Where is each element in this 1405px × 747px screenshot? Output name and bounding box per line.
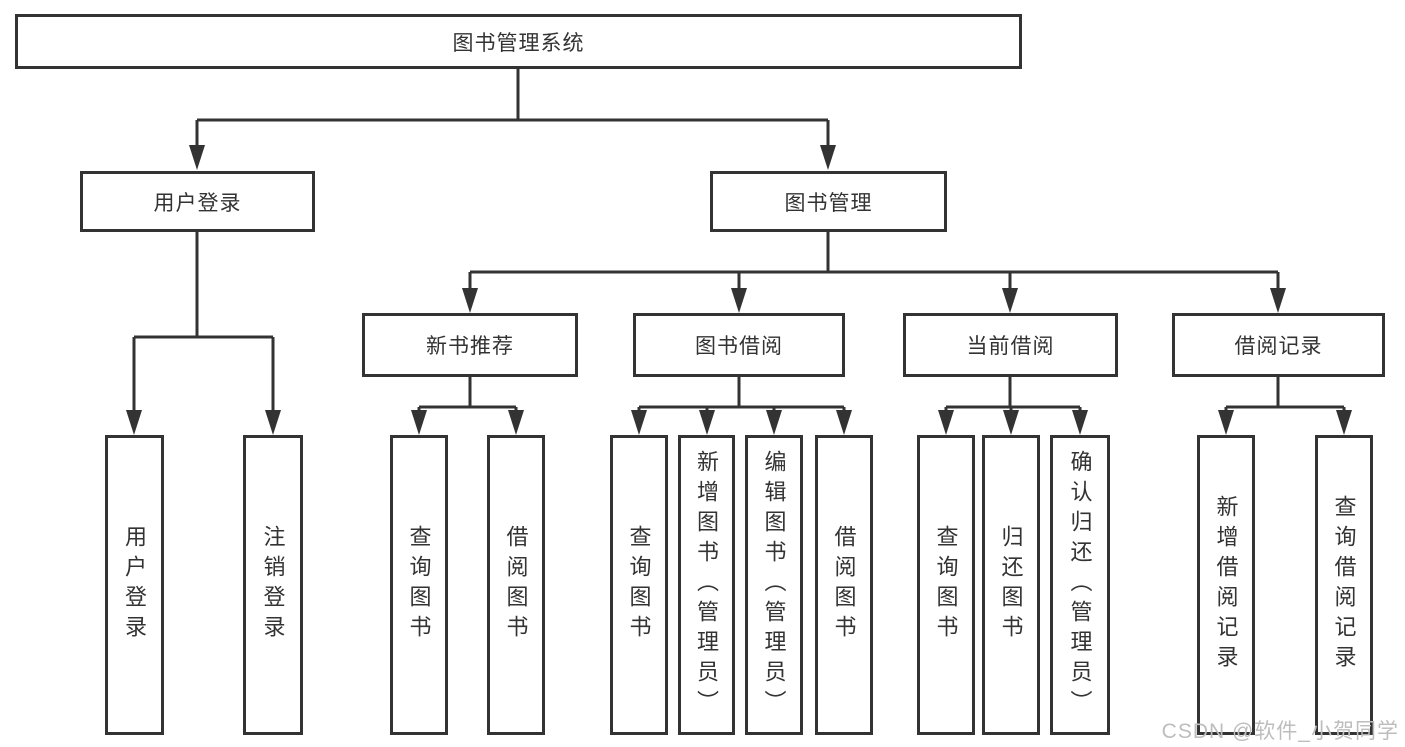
node-new-book-recommendation: 新书推荐	[362, 313, 578, 377]
leaf-borrow-books: 借阅图书	[815, 435, 873, 735]
node-library-management-system: 图书管理系统	[15, 14, 1022, 69]
leaf-query-books-recommend: 查询图书	[390, 435, 448, 735]
node-label: 图书借阅	[695, 335, 783, 358]
node-label: 当前借阅	[966, 335, 1055, 358]
node-label: 用户登录	[122, 525, 148, 645]
leaf-add-books-admin: 新增图书（管理员）	[678, 435, 735, 735]
node-current-borrowing: 当前借阅	[903, 313, 1118, 377]
node-borrowing-records: 借阅记录	[1172, 313, 1385, 377]
leaf-user-login: 用户登录	[105, 435, 164, 735]
node-label: 借阅记录	[1234, 335, 1323, 358]
node-label: 查询图书	[406, 525, 432, 645]
node-label: 新增图书（管理员）	[694, 450, 720, 720]
leaf-borrow-books-recommend: 借阅图书	[487, 435, 545, 735]
leaf-logout: 注销登录	[243, 435, 303, 735]
node-label: 用户登录	[153, 191, 242, 215]
leaf-confirm-return-admin: 确认归还（管理员）	[1050, 435, 1110, 735]
node-label: 借阅图书	[503, 525, 529, 645]
node-label: 图书管理系统	[452, 31, 585, 55]
node-label: 归还图书	[998, 525, 1024, 645]
node-label: 新书推荐	[426, 335, 514, 358]
node-label: 查询图书	[933, 525, 959, 645]
node-label: 查询图书	[626, 525, 652, 645]
leaf-add-borrow-record: 新增借阅记录	[1197, 435, 1255, 735]
node-label: 图书管理	[784, 191, 873, 215]
node-label: 注销登录	[260, 525, 286, 645]
leaf-return-books: 归还图书	[982, 435, 1040, 735]
node-label: 编辑图书（管理员）	[761, 450, 787, 720]
node-book-borrowing: 图书借阅	[633, 313, 845, 377]
arrowheads	[126, 145, 1352, 435]
node-label: 查询借阅记录	[1331, 495, 1357, 675]
node-book-management-branch: 图书管理	[710, 171, 947, 232]
node-user-login-branch: 用户登录	[80, 171, 315, 232]
leaf-edit-books-admin: 编辑图书（管理员）	[745, 435, 803, 735]
leaf-query-books-borrowing: 查询图书	[610, 435, 668, 735]
node-label: 确认归还（管理员）	[1067, 450, 1093, 720]
csdn-watermark: CSDN @软件_小贺同学	[1161, 720, 1399, 743]
node-label: 新增借阅记录	[1213, 495, 1239, 675]
leaf-query-borrow-record: 查询借阅记录	[1315, 435, 1373, 735]
node-label: 借阅图书	[831, 525, 857, 645]
leaf-query-books-current: 查询图书	[917, 435, 975, 735]
